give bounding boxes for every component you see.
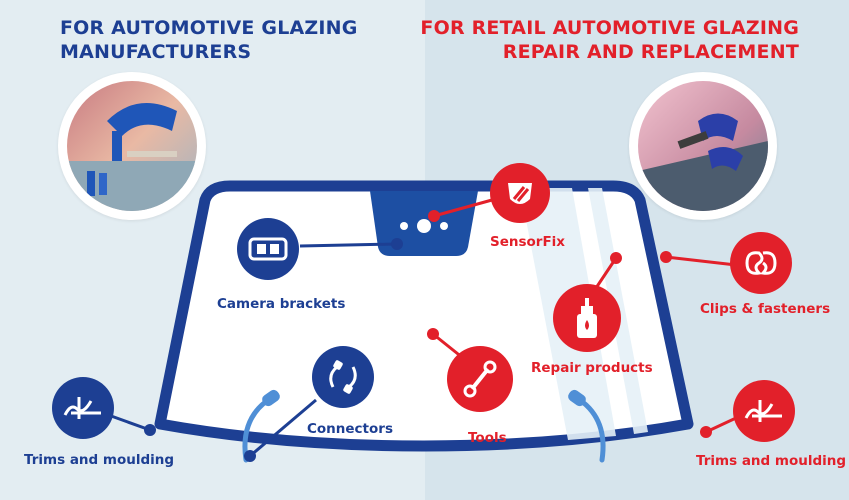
- camera-bracket-icon[interactable]: [237, 218, 299, 280]
- manufacturers-heading: FOR AUTOMOTIVE GLAZING MANUFACTURERS: [60, 16, 358, 64]
- connector-cable-icon[interactable]: [312, 346, 374, 408]
- retail-heading: FOR RETAIL AUTOMOTIVE GLAZING REPAIR AND…: [420, 16, 799, 64]
- tools-label: Tools: [468, 430, 507, 446]
- leader-dot: [428, 210, 440, 222]
- leader-dot: [610, 252, 622, 264]
- leader-dot: [427, 328, 439, 340]
- leader-line: [249, 398, 317, 458]
- clip-icon[interactable]: [730, 232, 792, 294]
- connectors-label: Connectors: [307, 421, 393, 437]
- windshield-repair-photo: [629, 72, 777, 220]
- leader-dot: [700, 426, 712, 438]
- cable-plug: [568, 389, 586, 407]
- leader-line: [299, 242, 398, 248]
- sensorfix-label: SensorFix: [490, 234, 566, 250]
- leader-dot: [391, 238, 403, 250]
- trims-left-label: Trims and moulding: [24, 452, 175, 468]
- sensor-lens: [417, 219, 431, 233]
- repair-products-label: Repair products: [531, 360, 653, 376]
- heading-line: REPAIR AND REPLACEMENT: [502, 41, 799, 63]
- sensor-lens: [440, 222, 448, 230]
- resin-bottle-icon[interactable]: [553, 284, 621, 352]
- cable-plug: [262, 389, 280, 407]
- tool-icon[interactable]: [447, 346, 513, 412]
- factory-robot-photo: [58, 72, 206, 220]
- trims-right-label: Trims and moulding: [696, 453, 847, 469]
- heading-line: MANUFACTURERS: [60, 41, 252, 63]
- leader-dot: [244, 450, 256, 462]
- leader-line: [433, 198, 493, 218]
- leader-line: [665, 255, 737, 267]
- heading-line: FOR RETAIL AUTOMOTIVE GLAZING: [420, 17, 799, 39]
- trim-moulding-icon[interactable]: [52, 377, 114, 439]
- heading-line: FOR AUTOMOTIVE GLAZING: [60, 17, 358, 39]
- cable-right: [577, 397, 606, 463]
- trim-moulding-icon[interactable]: [733, 380, 795, 442]
- leader-dot: [144, 424, 156, 436]
- sensor-icon[interactable]: [490, 163, 550, 223]
- camera-brackets-label: Camera brackets: [217, 296, 346, 312]
- sensor-lens: [400, 222, 408, 230]
- clips-label: Clips & fasteners: [700, 301, 831, 317]
- leader-dot: [660, 251, 672, 263]
